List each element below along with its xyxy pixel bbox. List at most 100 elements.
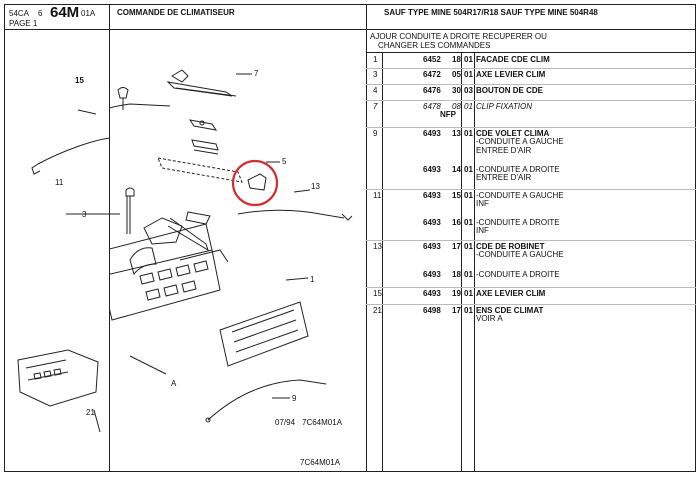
part-desc-main: -CONDUITE A DROITE	[476, 270, 560, 279]
part-desc-main: AXE LEVIER CLIM	[476, 289, 546, 298]
part-desc-main: CDE VOLET CLIMA	[476, 129, 550, 138]
exploded-diagram	[110, 69, 353, 423]
part-ref: 6493	[423, 129, 441, 138]
highlight-circle	[231, 159, 279, 207]
part-desc-sub: INF	[476, 226, 489, 236]
part-variant: 17	[452, 242, 461, 251]
part-desc-main: BOUTON DE CDE	[476, 86, 543, 95]
header-divider	[4, 29, 696, 30]
part-variant: 14	[452, 165, 461, 174]
note-divider	[366, 52, 696, 53]
part-desc-main: AXE LEVIER CLIM	[476, 70, 546, 79]
part-desc-main: -CONDUITE A DROITE	[476, 165, 560, 174]
housing-front	[110, 249, 221, 321]
callout-5: 5	[282, 157, 287, 166]
callout-7: 7	[254, 69, 259, 78]
part-index: 15	[373, 289, 382, 298]
part-ref: 6493	[423, 191, 441, 200]
part-index: 3	[373, 70, 378, 79]
col-divider-num	[382, 52, 383, 472]
part-variant: 05	[452, 70, 461, 79]
part-description: CDE DE ROBINET-CONDUITE A GAUCHE	[476, 242, 564, 260]
part-qty: 01	[464, 55, 473, 64]
part-ref: 6472	[423, 70, 441, 79]
row-separator	[366, 240, 696, 241]
part-variant: 18	[452, 55, 461, 64]
part-index: 9	[373, 129, 378, 138]
part-qty: 01	[464, 306, 473, 315]
part-desc-sub: VOIR A	[476, 314, 503, 324]
part-index: 13	[373, 242, 382, 251]
part-desc-main: -CONDUITE A DROITE	[476, 218, 560, 227]
part-index: 11	[373, 191, 382, 200]
part-description: FACADE CDE CLIM	[476, 55, 550, 64]
part-desc-main: ENS CDE CLIMAT	[476, 306, 544, 315]
callout-9: 9	[292, 394, 297, 403]
part-index: 1	[373, 55, 378, 64]
row-separator	[366, 127, 696, 128]
row-separator	[366, 287, 696, 288]
part-description: CLIP FIXATION NFP	[440, 102, 533, 120]
note-line-2: CHANGER LES COMMANDES	[378, 41, 491, 50]
row-separator	[366, 189, 696, 190]
row-separator	[366, 304, 696, 305]
part-desc-sub: NFP	[440, 110, 456, 120]
cable-9	[207, 379, 327, 421]
col-divider-left	[109, 4, 110, 472]
part-qty: 01	[464, 102, 473, 111]
part-description: AXE LEVIER CLIM	[476, 70, 546, 79]
part-description: -CONDUITE A DROITE	[476, 270, 560, 279]
callout-1: 1	[310, 275, 315, 284]
part-index: 21	[373, 306, 382, 315]
ref-left: 54CA	[9, 9, 30, 18]
part-ref: 6493	[423, 289, 441, 298]
diagram-left	[17, 109, 110, 433]
note-line-1: AJOUR CONDUITE A DROITE RECUPERER OU	[370, 32, 547, 41]
callout-A: A	[171, 379, 177, 388]
footer-code: 7C64M01A	[300, 458, 341, 467]
part-desc-sub: -CONDUITE A GAUCHE	[476, 137, 564, 147]
part-desc-sub: ENTREE D'AIR	[476, 145, 532, 155]
part-variant: 18	[452, 270, 461, 279]
cable-11	[110, 103, 171, 109]
part-qty: 01	[464, 70, 473, 79]
part-qty: 01	[464, 129, 473, 138]
variants-header: SAUF TYPE MINE 504R17/R18 SAUF TYPE MINE…	[384, 8, 598, 17]
part-qty: 01	[464, 270, 473, 279]
part-desc-sub: ENTREE D'AIR	[476, 173, 532, 183]
part-ref: 6452	[423, 55, 441, 64]
part-desc-sub: INF	[476, 199, 489, 209]
part-desc-main: -CONDUITE A GAUCHE	[476, 191, 564, 200]
callout-21: 21	[86, 408, 95, 417]
part-variant: 16	[452, 218, 461, 227]
part-description: AXE LEVIER CLIM	[476, 289, 546, 298]
part-index: 7	[373, 102, 378, 111]
part-desc-main: FACADE CDE CLIM	[476, 55, 550, 64]
part-15-shape	[117, 87, 129, 99]
part-index: 4	[373, 86, 378, 95]
part-ref: 6493	[423, 270, 441, 279]
part-ref: 6478	[423, 102, 441, 111]
col-divider-qty	[474, 52, 475, 472]
part-qty: 01	[464, 289, 473, 298]
row-separator	[366, 84, 696, 85]
part-ref: 6498	[423, 306, 441, 315]
part-qty: 03	[464, 86, 473, 95]
callout-11: 11	[55, 178, 64, 187]
page-label: PAGE 1	[9, 19, 38, 28]
part-desc-main: CLIP FIXATION	[476, 102, 533, 111]
part-qty: 01	[464, 191, 473, 200]
dashed-plate	[157, 157, 243, 183]
col-divider-main	[366, 4, 367, 472]
part-desc-sub: -CONDUITE A GAUCHE	[476, 250, 564, 260]
page-title: COMMANDE DE CLIMATISEUR	[117, 8, 235, 17]
callout-15: 15	[75, 76, 84, 85]
part-variant: 30	[452, 86, 461, 95]
drawing-code: 7C64M01A	[302, 418, 343, 427]
part-qty: 01	[464, 218, 473, 227]
date-code: 07/94	[275, 418, 296, 427]
